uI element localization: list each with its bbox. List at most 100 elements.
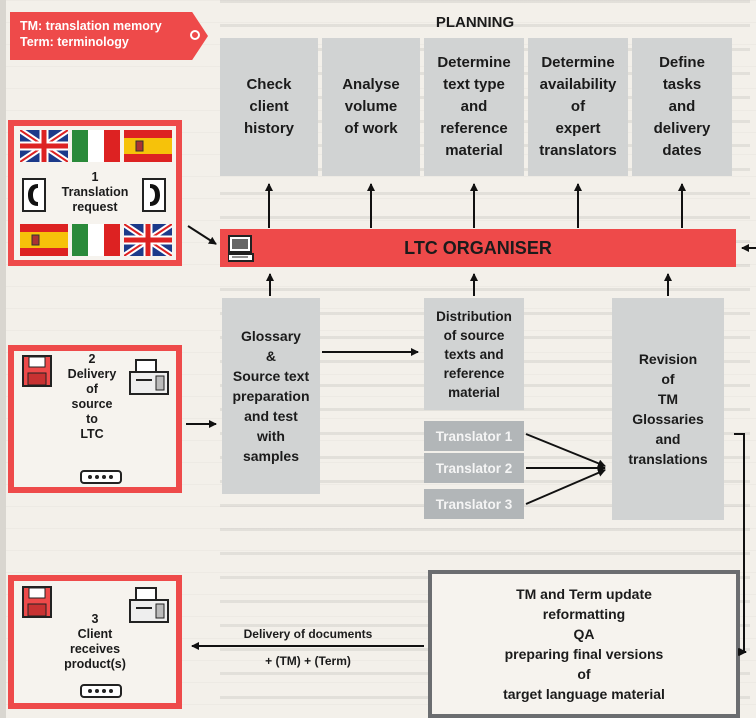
delivery-line: Delivery — [67, 367, 117, 381]
plan-text: of — [570, 98, 586, 115]
spain-flag-icon — [124, 130, 172, 162]
revision-line: of — [661, 371, 675, 387]
step-number: 1 — [91, 170, 99, 184]
client-line: receives — [69, 642, 121, 656]
distribution-line: reference — [443, 365, 505, 381]
computer-icon — [228, 235, 254, 262]
plan-determine-availability: Determine availability of expert transla… — [528, 38, 628, 176]
arrow-translator1-to-revision — [525, 433, 606, 468]
glossary-line: and test — [244, 408, 298, 424]
telephone-icon — [142, 178, 166, 212]
qa-line: QA — [573, 626, 595, 642]
client-line: Client — [77, 627, 113, 641]
revision-connector — [734, 433, 747, 656]
plan-text: history — [243, 120, 294, 137]
revision-line: Revision — [638, 351, 698, 367]
delivery-line: LTC — [80, 427, 104, 441]
arrow-translator3-to-revision — [525, 469, 606, 505]
qa-line: reformatting — [542, 606, 626, 622]
qa-line: preparing final versions — [504, 646, 664, 662]
glossary-line: Source text — [232, 368, 310, 384]
plan-text: and — [460, 98, 488, 115]
plan-determine-text-type: Determine text type and reference materi… — [424, 38, 524, 176]
ltc-organiser-label: LTC ORGANISER — [404, 237, 552, 258]
plan-text: and — [668, 98, 696, 115]
translator-2-box: Translator 2 — [424, 453, 524, 483]
revision-box: Revision of TM Glossaries and translatio… — [612, 298, 724, 520]
plan-text: Check — [246, 76, 292, 93]
delivery-documents-label: Delivery of documents — [243, 627, 373, 641]
distribution-box: Distribution of source texts and referen… — [424, 298, 524, 410]
plan-define-tasks: Define tasks and delivery dates — [632, 38, 732, 176]
distribution-line: of source — [443, 327, 505, 343]
qa-final-versions-box: TM and Term update reformatting QA prepa… — [428, 570, 740, 718]
plan-text: Determine — [437, 54, 511, 71]
fax-machine-icon — [129, 587, 169, 623]
translator-label: Translator 1 — [435, 428, 513, 444]
revision-line: Glossaries — [632, 411, 704, 427]
delivery-extras-label: + (TM) + (Term) — [265, 654, 351, 668]
plan-text: expert — [555, 120, 601, 137]
glossary-preparation-box: Glossary & Source text preparation and t… — [222, 298, 320, 494]
plan-text: delivery — [653, 120, 711, 137]
floppy-disk-icon — [22, 355, 52, 387]
plan-text: material — [445, 142, 503, 159]
telephone-icon — [22, 178, 46, 212]
uk-flag-icon — [124, 224, 172, 256]
distribution-line: Distribution — [436, 308, 512, 324]
delivery-line: source — [71, 397, 113, 411]
glossary-line: with — [256, 428, 285, 444]
plan-text: tasks — [662, 76, 702, 93]
delivery-source-text: 2 Delivery of source to LTC — [60, 352, 124, 442]
plan-text: volume — [344, 98, 398, 115]
floppy-disk-icon — [22, 586, 52, 618]
plan-check-client-history: Check client history — [220, 38, 318, 176]
plan-text: dates — [662, 142, 702, 159]
plan-text: text type — [443, 76, 505, 93]
legend-tag: TM: translation memory Term: terminology — [10, 12, 208, 60]
glossary-line: & — [265, 348, 277, 364]
glossary-line: preparation — [232, 388, 310, 404]
step-number: 3 — [91, 612, 99, 626]
uk-flag-icon — [20, 130, 68, 162]
qa-line: target language material — [503, 686, 665, 702]
request-line: request — [72, 200, 118, 214]
client-receives-text: 3 Client receives product(s) — [50, 612, 140, 672]
plan-text: Determine — [541, 54, 615, 71]
translator-label: Translator 3 — [435, 496, 513, 512]
plan-text: of work — [344, 120, 398, 137]
step-number: 2 — [88, 352, 96, 366]
glossary-line: samples — [242, 448, 300, 464]
revision-line: translations — [628, 451, 708, 467]
legend-term: Term: terminology — [20, 35, 129, 49]
translation-request-text: 1 Translation request — [50, 170, 140, 215]
delivery-line: of — [86, 382, 98, 396]
translator-label: Translator 2 — [435, 460, 513, 476]
qa-line: TM and Term update — [516, 586, 652, 602]
revision-line: and — [655, 431, 681, 447]
glossary-line: Glossary — [241, 328, 301, 344]
plan-text: availability — [539, 76, 617, 93]
plan-text: client — [249, 98, 289, 115]
plan-analyse-volume: Analyse volume of work — [322, 38, 420, 176]
fax-machine-icon — [129, 359, 169, 395]
ltc-organiser-bar: LTC ORGANISER — [220, 229, 736, 267]
modem-icon — [80, 684, 122, 698]
legend-tm: TM: translation memory — [20, 19, 162, 33]
translator-1-box: Translator 1 — [424, 421, 524, 451]
plan-text: Analyse — [342, 76, 400, 93]
qa-line: of — [577, 666, 591, 682]
revision-line: TM — [657, 391, 679, 407]
distribution-line: material — [448, 384, 500, 400]
tag-hole-icon — [190, 30, 200, 40]
request-line: Translation — [61, 185, 129, 199]
translator-3-box: Translator 3 — [424, 489, 524, 519]
plan-text: Define — [659, 54, 705, 71]
planning-title: PLANNING — [435, 14, 515, 31]
italy-flag-icon — [72, 224, 120, 256]
spain-flag-icon — [20, 224, 68, 256]
arrow-request-to-organiser — [187, 225, 217, 245]
client-line: product(s) — [64, 657, 126, 671]
plan-text: reference — [440, 120, 508, 137]
